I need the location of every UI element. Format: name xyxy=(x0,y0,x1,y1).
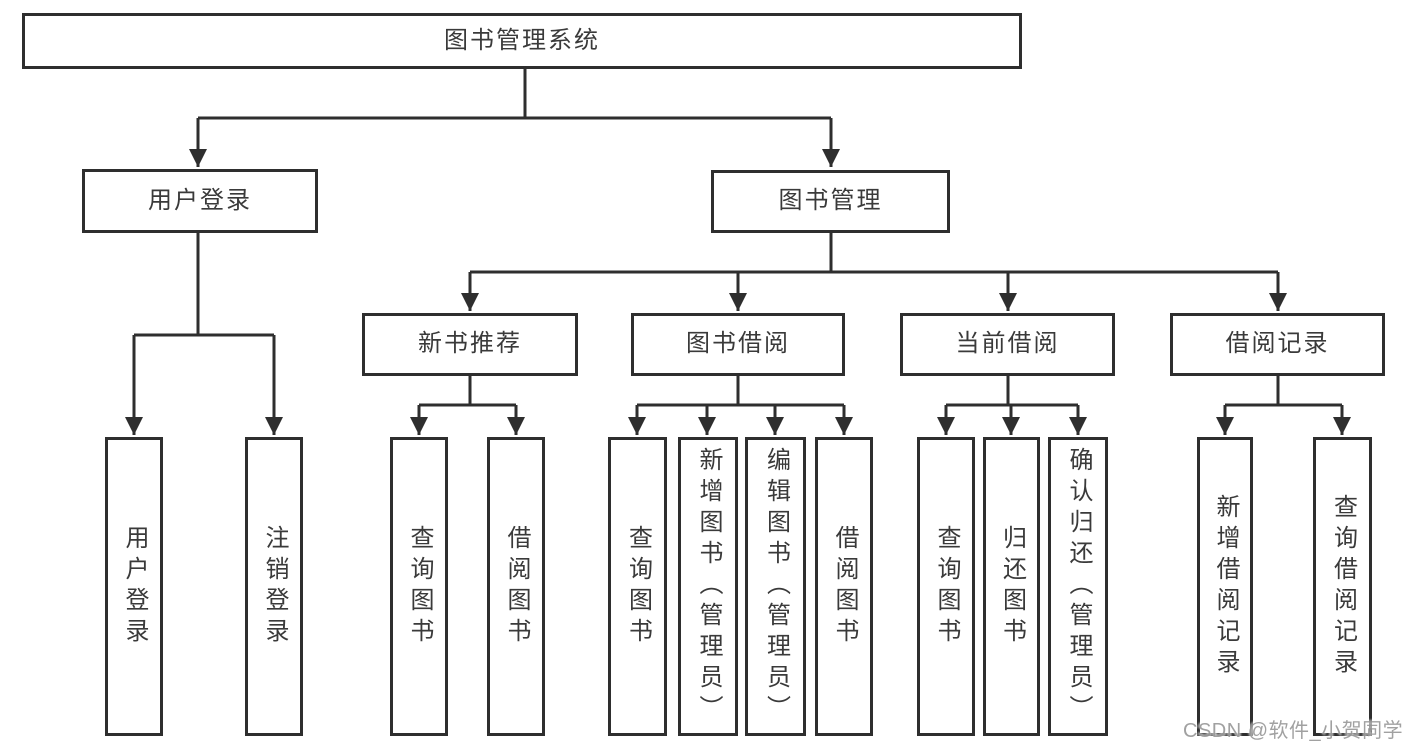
node-label: 图书管理系统 xyxy=(444,26,600,54)
node-query-books-borrow: 查询图书 xyxy=(608,437,667,736)
node-label: 当前借阅 xyxy=(955,330,1060,358)
node-book-borrowing: 图书借阅 xyxy=(631,313,845,376)
node-logout-action: 注销登录 xyxy=(245,437,303,736)
node-confirm-return-admin: 确认归还（管理员） xyxy=(1048,437,1108,736)
node-label: 归还图书 xyxy=(998,524,1026,649)
node-label: 确认归还（管理员） xyxy=(1065,447,1092,726)
node-label: 图书借阅 xyxy=(686,330,790,358)
node-label: 用户登录 xyxy=(121,524,148,649)
node-current-borrowing: 当前借阅 xyxy=(900,313,1115,376)
node-label: 编辑图书（管理员） xyxy=(762,447,790,726)
node-label: 注销登录 xyxy=(261,524,288,649)
node-add-borrow-record: 新增借阅记录 xyxy=(1197,437,1253,736)
node-label: 用户登录 xyxy=(148,186,252,214)
node-borrowing-records: 借阅记录 xyxy=(1170,313,1385,376)
node-label: 借阅图书 xyxy=(831,524,858,649)
node-add-book-admin: 新增图书（管理员） xyxy=(678,437,738,736)
node-return-books: 归还图书 xyxy=(983,437,1040,736)
node-book-management: 图书管理 xyxy=(711,170,950,233)
node-query-borrow-record: 查询借阅记录 xyxy=(1313,437,1372,736)
csdn-watermark: CSDN @软件_小贺同学 xyxy=(1183,720,1404,742)
node-label: 查询图书 xyxy=(933,524,960,649)
node-query-books-current: 查询图书 xyxy=(917,437,975,736)
node-query-books-recommend: 查询图书 xyxy=(390,437,448,736)
node-user-login: 用户登录 xyxy=(82,169,318,233)
node-label: 图书管理 xyxy=(778,187,883,215)
node-label: 借阅记录 xyxy=(1225,330,1330,358)
node-new-book-recommendation: 新书推荐 xyxy=(362,313,578,376)
node-user-login-action: 用户登录 xyxy=(105,437,163,736)
node-library-system: 图书管理系统 xyxy=(22,13,1022,69)
node-borrow-books: 借阅图书 xyxy=(815,437,873,736)
node-label: 查询图书 xyxy=(624,524,652,649)
node-label: 查询图书 xyxy=(406,524,433,649)
node-label: 新增图书（管理员） xyxy=(695,447,722,726)
node-label: 借阅图书 xyxy=(503,524,530,649)
connector-lines xyxy=(134,69,1342,407)
node-edit-book-admin: 编辑图书（管理员） xyxy=(745,437,806,736)
node-label: 新增借阅记录 xyxy=(1212,493,1239,680)
node-label: 新书推荐 xyxy=(418,330,522,358)
node-label: 查询借阅记录 xyxy=(1329,493,1357,680)
node-borrow-books-recommend: 借阅图书 xyxy=(487,437,545,736)
